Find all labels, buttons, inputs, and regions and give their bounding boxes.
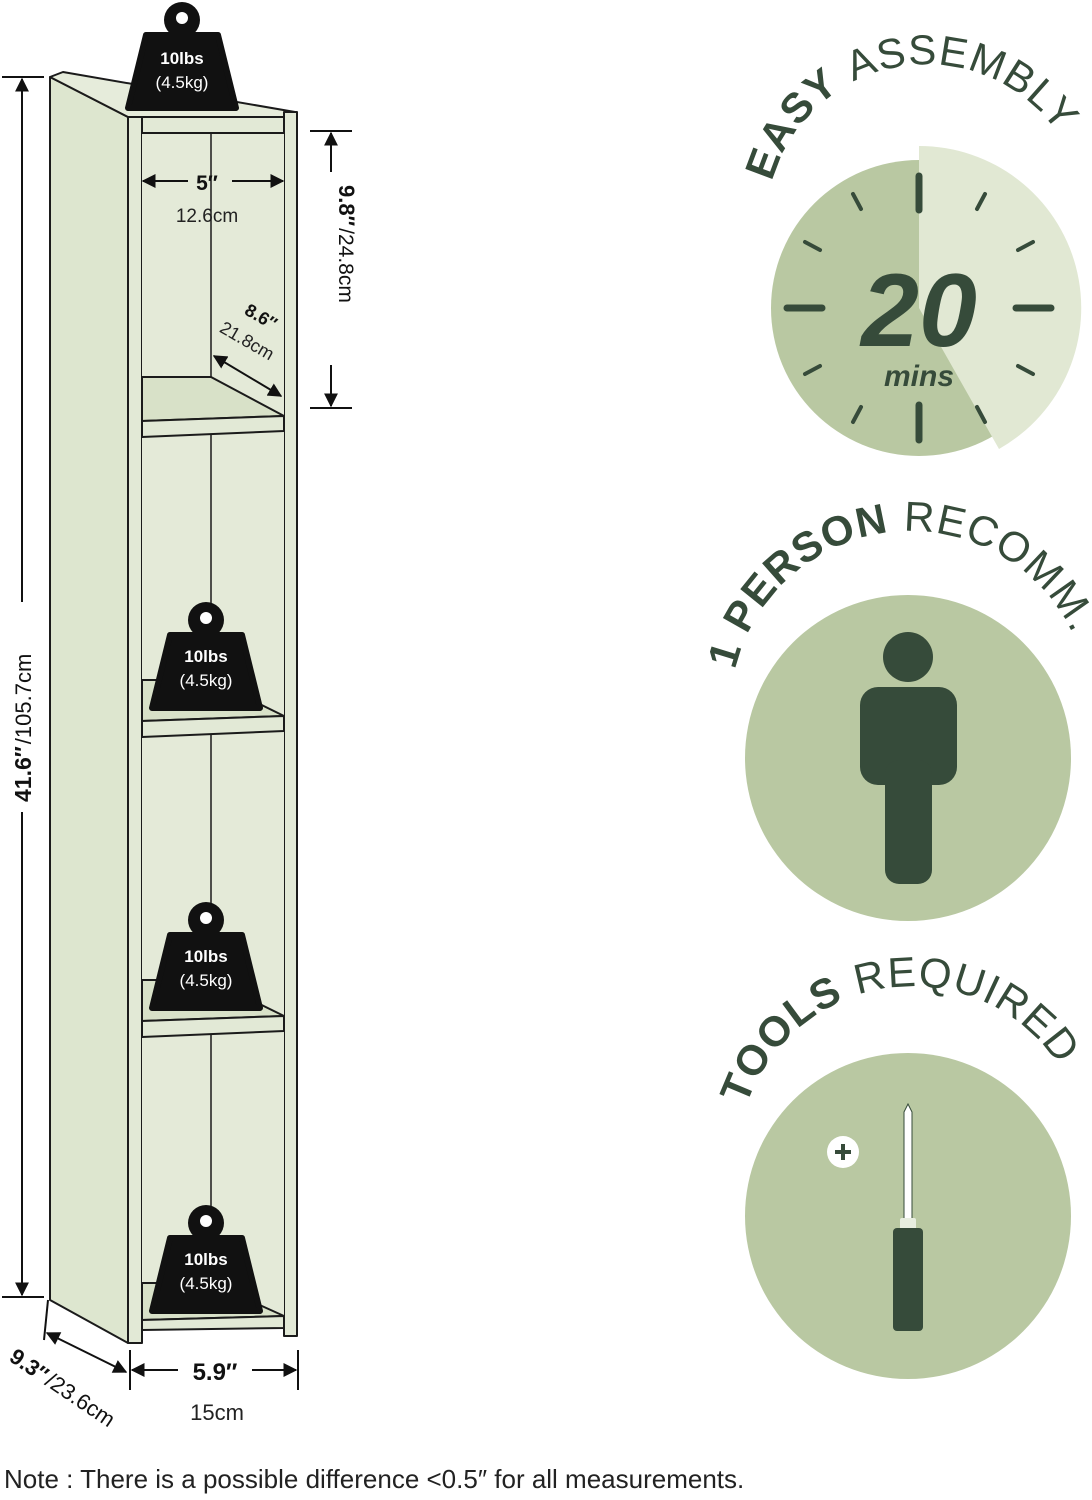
one-person-badge: 1 PERSONRECOMM. [698,493,1092,921]
tools-required-badge: TOOLSREQUIRED [711,948,1090,1379]
weight-value-top: 10lbs [160,49,203,68]
inner-width-imperial: 5″ [196,172,218,195]
compartment-height-metric: /24.8cm [334,228,357,303]
compartment-height-dimension: 9.8″/24.8cm [310,130,359,409]
svg-text:41.6″/105.7cm: 41.6″/105.7cm [10,654,36,802]
total-height-dimension: 41.6″/105.7cm [2,76,44,1298]
total-depth-metric: /23.6cm [41,1368,120,1432]
total-width-dimension: 5.9″ 15cm [129,1350,299,1425]
inner-width-metric: 12.6cm [176,206,238,227]
assembly-title-bold: EASY [736,58,846,185]
tools-title-light: REQUIRED [849,948,1090,1072]
svg-text:9.8″/24.8cm: 9.8″/24.8cm [334,185,359,303]
weight-value-shelf-2: 10lbs [184,947,227,966]
assembly-title-light: ASSEMBLY [839,26,1089,140]
shelf-front-right-edge [283,111,298,1337]
shelf-board-3-front [141,1015,285,1038]
weight-metric-shelf-1: (4.5kg) [180,671,233,690]
shelf-side-panel [49,76,129,1344]
compartment-height-imperial: 9.8″ [334,185,359,227]
weight-metric-top: (4.5kg) [156,73,209,92]
assembly-time-unit: mins [884,360,954,393]
total-width-metric: 15cm [190,1400,244,1425]
total-width-imperial: 5.9″ [193,1359,238,1386]
weight-value-shelf-1: 10lbs [184,647,227,666]
bookshelf-drawing [49,71,298,1344]
clock-ticks [783,172,1055,444]
weight-icon-shelf-2: 10lbs (4.5kg) [149,902,263,1011]
shelf-front-left-edge [127,116,143,1344]
measurement-note: Note : There is a possible difference <0… [4,1464,744,1494]
total-height-imperial: 41.6″ [10,746,36,802]
easy-assembly-badge: EASYASSEMBLY 20 mins [736,26,1089,456]
weight-metric-shelf-3: (4.5kg) [180,1274,233,1293]
svg-text:9.3″/23.6cm: 9.3″/23.6cm [5,1343,120,1432]
screwdriver-icon [893,1102,923,1331]
clock-elapsed-wedge [919,145,1082,450]
total-height-metric: /105.7cm [11,654,36,745]
shelf-board-2-front [141,715,285,738]
inner-width-dimension: 5″ 12.6cm [141,172,285,227]
shelf-top-rail [141,116,285,134]
weight-icon-shelf-1: 10lbs (4.5kg) [149,602,263,711]
phillips-head-icon [827,1136,859,1168]
weight-icon-top: 10lbs (4.5kg) [125,2,239,111]
weight-icon-shelf-3: 10lbs (4.5kg) [149,1205,263,1314]
shelf-bottom-board-front [141,1315,285,1331]
assembly-time-value: 20 [859,253,977,369]
weight-metric-shelf-2: (4.5kg) [180,971,233,990]
shelf-board-1-front [141,415,285,438]
weight-value-shelf-3: 10lbs [184,1250,227,1269]
person-icon [860,632,957,884]
